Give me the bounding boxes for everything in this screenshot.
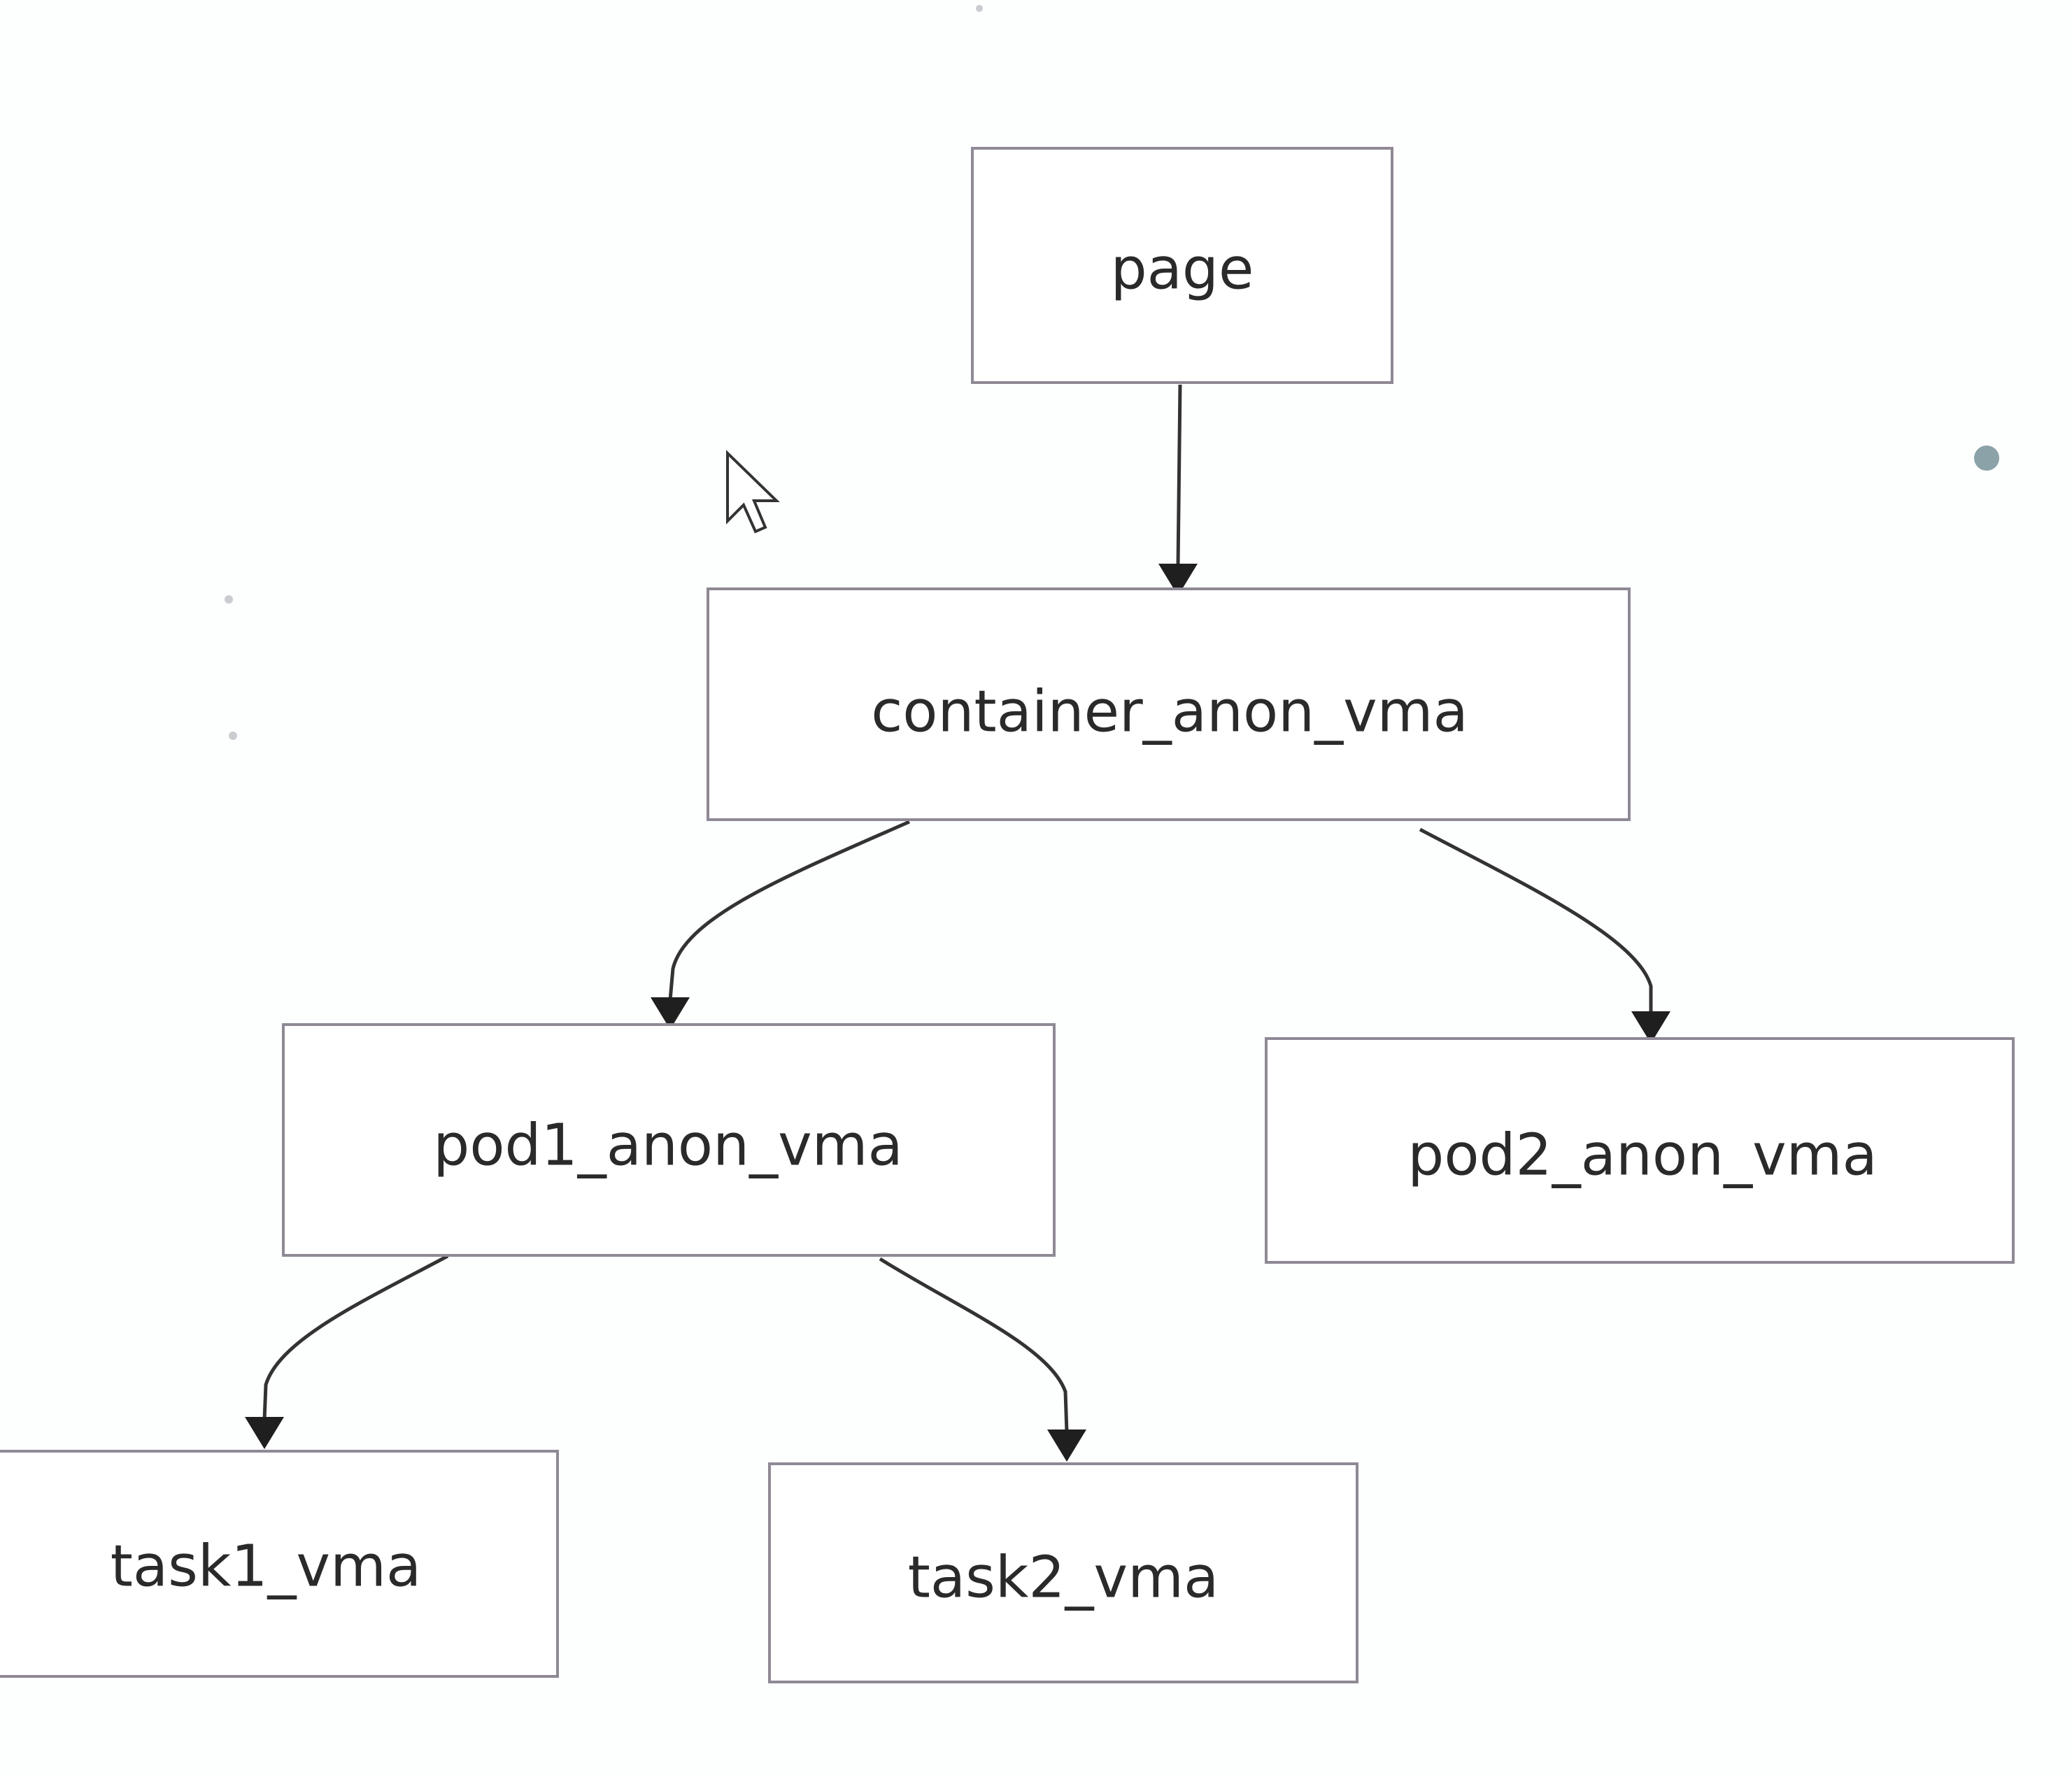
speck-3 bbox=[976, 5, 983, 12]
arrowhead-pod1 bbox=[651, 997, 690, 1029]
arrowhead-task2 bbox=[1047, 1430, 1086, 1462]
mouse-pointer-icon bbox=[726, 450, 780, 534]
node-pod1-label: pod1_anon_vma bbox=[433, 1113, 902, 1179]
node-task2-label: task2_vma bbox=[908, 1545, 1219, 1611]
node-pod1: pod1_anon_vma bbox=[282, 1023, 1056, 1257]
edge-container-to-pod2 bbox=[1419, 827, 1653, 1014]
node-container: container_anon_vma bbox=[707, 587, 1631, 821]
node-page-label: page bbox=[1111, 236, 1254, 303]
node-container-label: container_anon_vma bbox=[871, 679, 1468, 746]
blemish-dot bbox=[1974, 445, 1999, 471]
edge-pod1-to-task1 bbox=[262, 1254, 449, 1420]
speck-2 bbox=[229, 732, 237, 740]
arrowhead-pod2 bbox=[1631, 1011, 1670, 1043]
edge-container-to-pod1 bbox=[668, 820, 911, 1001]
node-page: page bbox=[971, 147, 1393, 384]
node-task1: task1_vma bbox=[0, 1450, 559, 1678]
node-pod2: pod2_anon_vma bbox=[1265, 1037, 2015, 1264]
node-task2: task2_vma bbox=[768, 1462, 1358, 1683]
edge-page-to-container bbox=[1176, 384, 1182, 567]
speck-1 bbox=[225, 595, 233, 604]
arrowhead-task1 bbox=[245, 1417, 284, 1449]
node-task1-label: task1_vma bbox=[111, 1534, 421, 1600]
node-pod2-label: pod2_anon_vma bbox=[1407, 1122, 1877, 1189]
edge-pod1-to-task2 bbox=[879, 1257, 1069, 1433]
arrowhead-container bbox=[1158, 564, 1198, 596]
